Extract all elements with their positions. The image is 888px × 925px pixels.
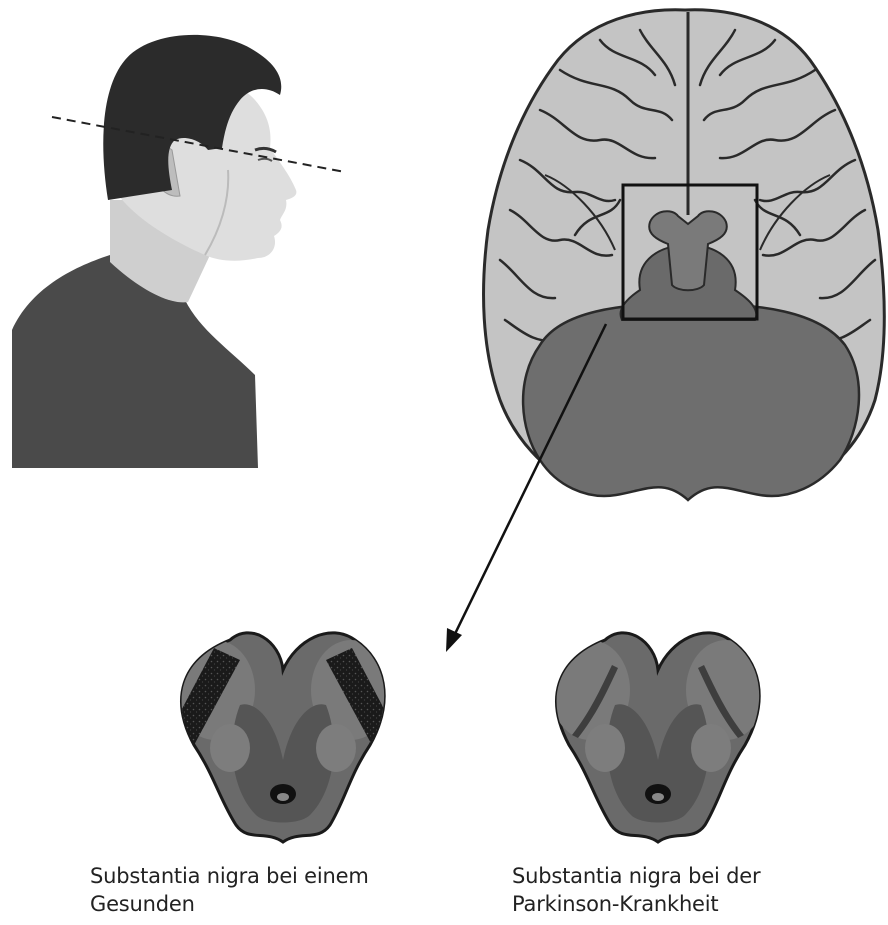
caption-healthy: Substantia nigra bei einem Gesunden	[90, 862, 450, 918]
shirt	[12, 255, 258, 468]
caption-healthy-line2: Gesunden	[90, 890, 450, 918]
cerebellum	[523, 304, 859, 500]
head-profile-icon	[12, 35, 345, 468]
section-parkinson-icon	[550, 633, 766, 842]
caption-parkinson-line1: Substantia nigra bei der	[512, 862, 872, 890]
caption-parkinson-line2: Parkinson-Krankheit	[512, 890, 872, 918]
section-healthy-icon	[163, 633, 403, 842]
caption-healthy-line1: Substantia nigra bei einem	[90, 862, 450, 890]
caption-parkinson: Substantia nigra bei der Parkinson-Krank…	[512, 862, 872, 918]
brain-inferior-view-icon	[484, 10, 885, 500]
